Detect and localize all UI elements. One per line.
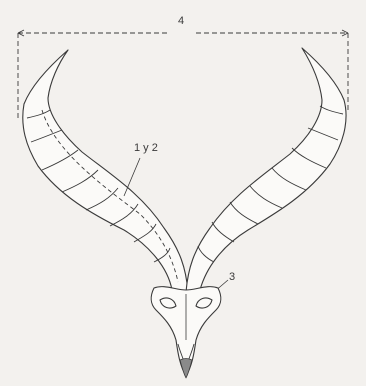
left-horn-outline <box>23 50 188 292</box>
span-label: 4 <box>178 16 184 27</box>
horn-length-label: 1 y 2 <box>134 143 158 154</box>
span-dimension <box>18 30 348 118</box>
right-horn-outline <box>186 48 346 292</box>
left-horn <box>23 50 188 292</box>
skull <box>151 287 221 378</box>
base-label: 3 <box>229 272 235 283</box>
horn-length-leader <box>124 158 140 196</box>
right-horn <box>186 48 346 292</box>
